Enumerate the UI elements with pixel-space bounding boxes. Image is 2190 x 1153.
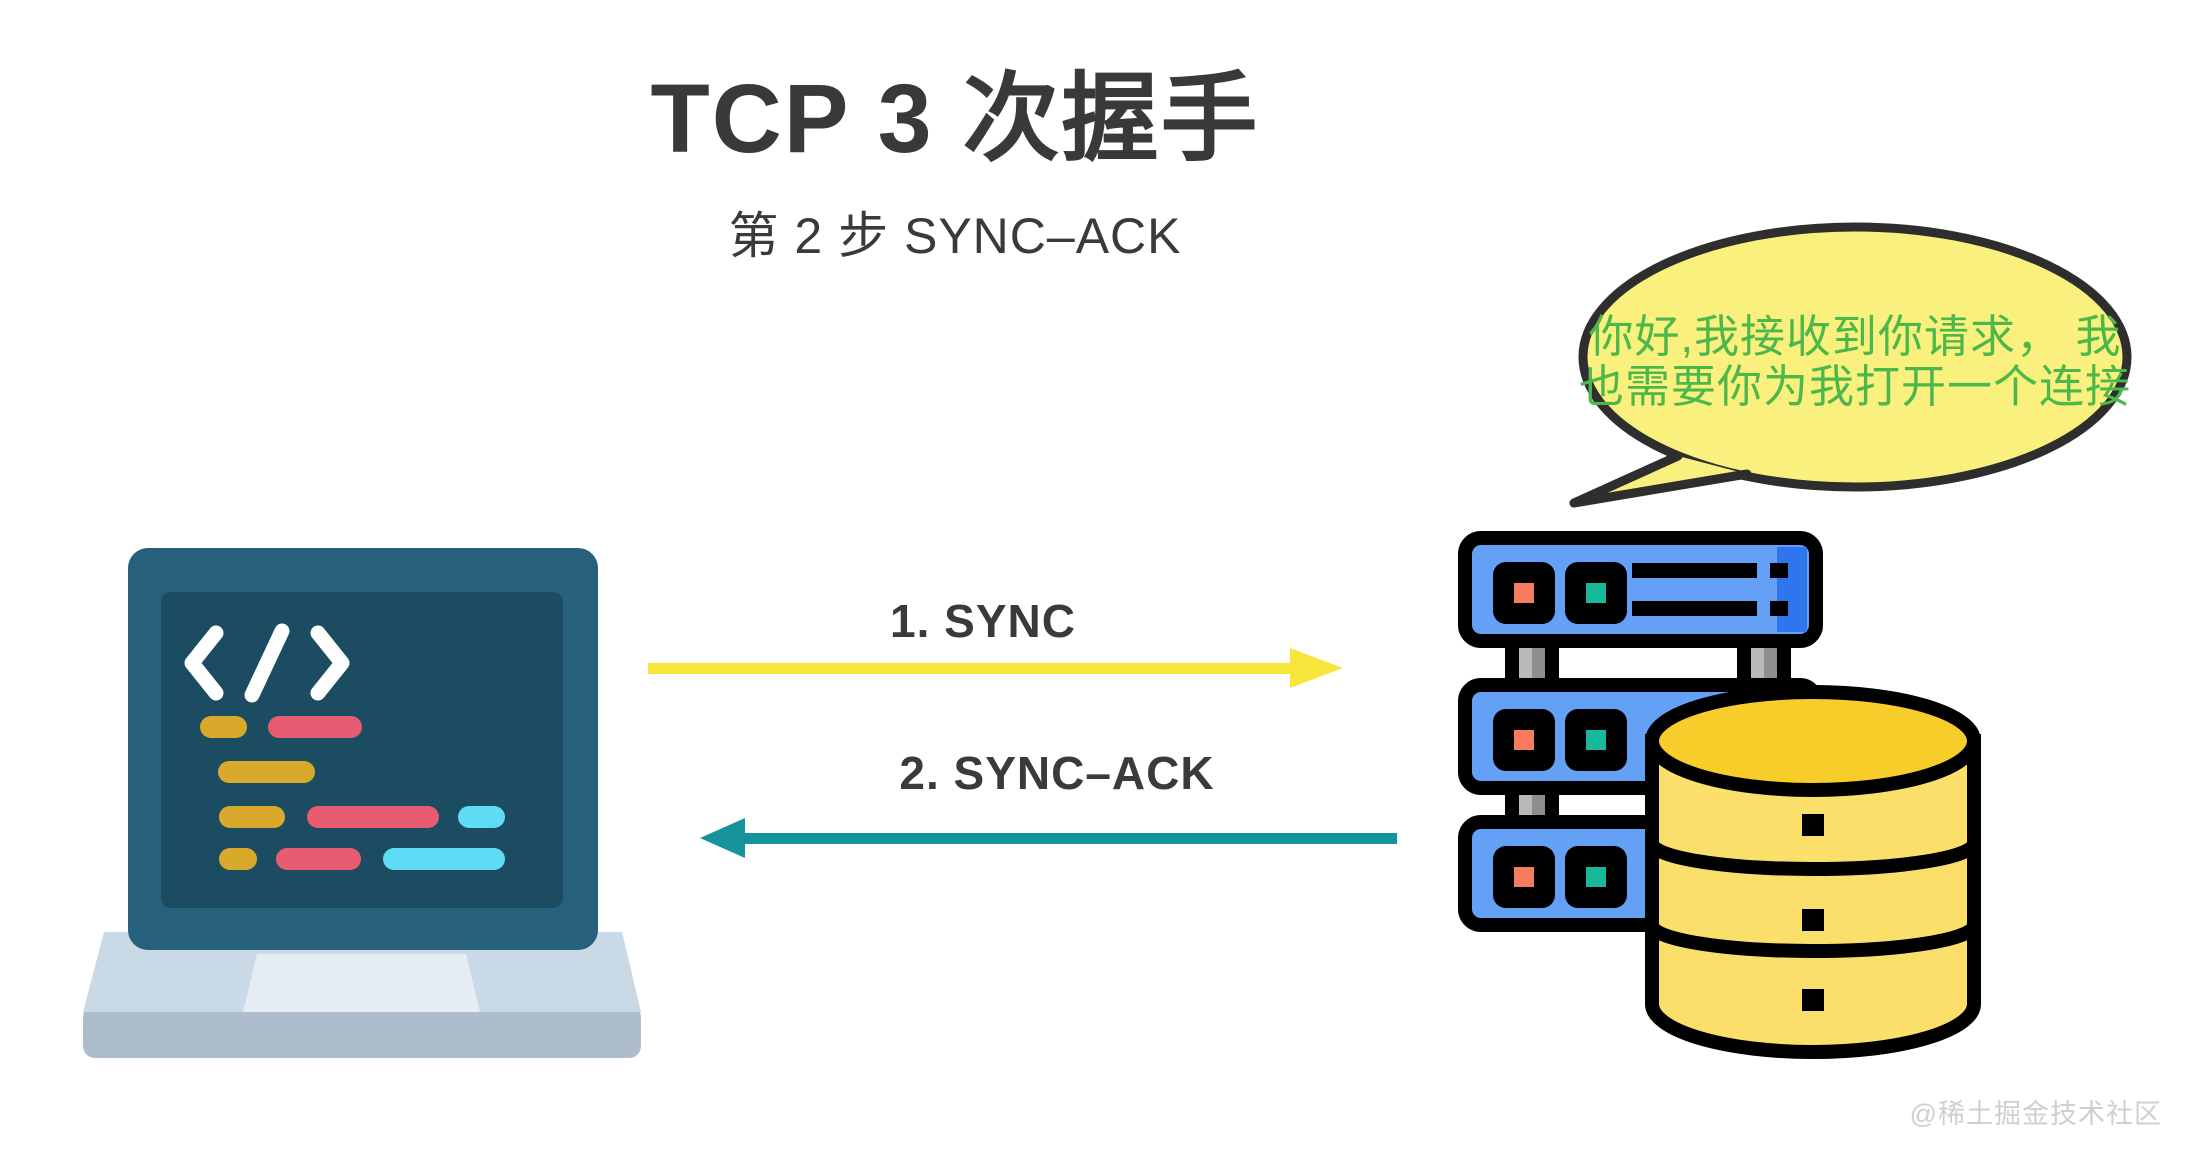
laptop-base-bar <box>83 1005 641 1058</box>
page-subtitle: 第 2 步 SYNC–ACK <box>728 207 1182 264</box>
code-lines <box>200 716 505 870</box>
speech-bubble-text: 你好,我接收到你请求， 我 也需要你为我打开一个连接 <box>1565 312 2145 412</box>
code-brackets-icon <box>184 623 350 703</box>
speech-bubble-line2: 也需要你为我打开一个连接 <box>1578 361 2131 412</box>
title-block: TCP 3 次握手 第 2 步 SYNC–ACK <box>255 68 1655 268</box>
sync-arrow-label: 1. SYNC <box>890 595 1076 647</box>
indicator-teal <box>1586 583 1606 603</box>
speech-bubble-tail <box>1569 451 1752 508</box>
speech-bubble-line1: 你好,我接收到你请求， 我 <box>1588 311 2122 362</box>
server-database-icon <box>1458 531 1981 1059</box>
laptop-code-icon <box>83 548 641 1058</box>
sync-ack-arrow <box>700 818 1397 858</box>
server-rack-1 <box>1458 531 1823 648</box>
database-icon <box>1645 685 1981 1059</box>
speech-bubble <box>1569 222 2132 508</box>
sync-ack-arrow-label: 2. SYNC–ACK <box>899 747 1215 799</box>
laptop-trackpad <box>243 954 480 1012</box>
watermark: @稀土掘金技术社区 <box>1909 1099 2162 1129</box>
indicator-orange <box>1514 583 1534 603</box>
sync-arrow <box>648 648 1343 688</box>
page-title: TCP 3 次握手 <box>650 64 1260 173</box>
